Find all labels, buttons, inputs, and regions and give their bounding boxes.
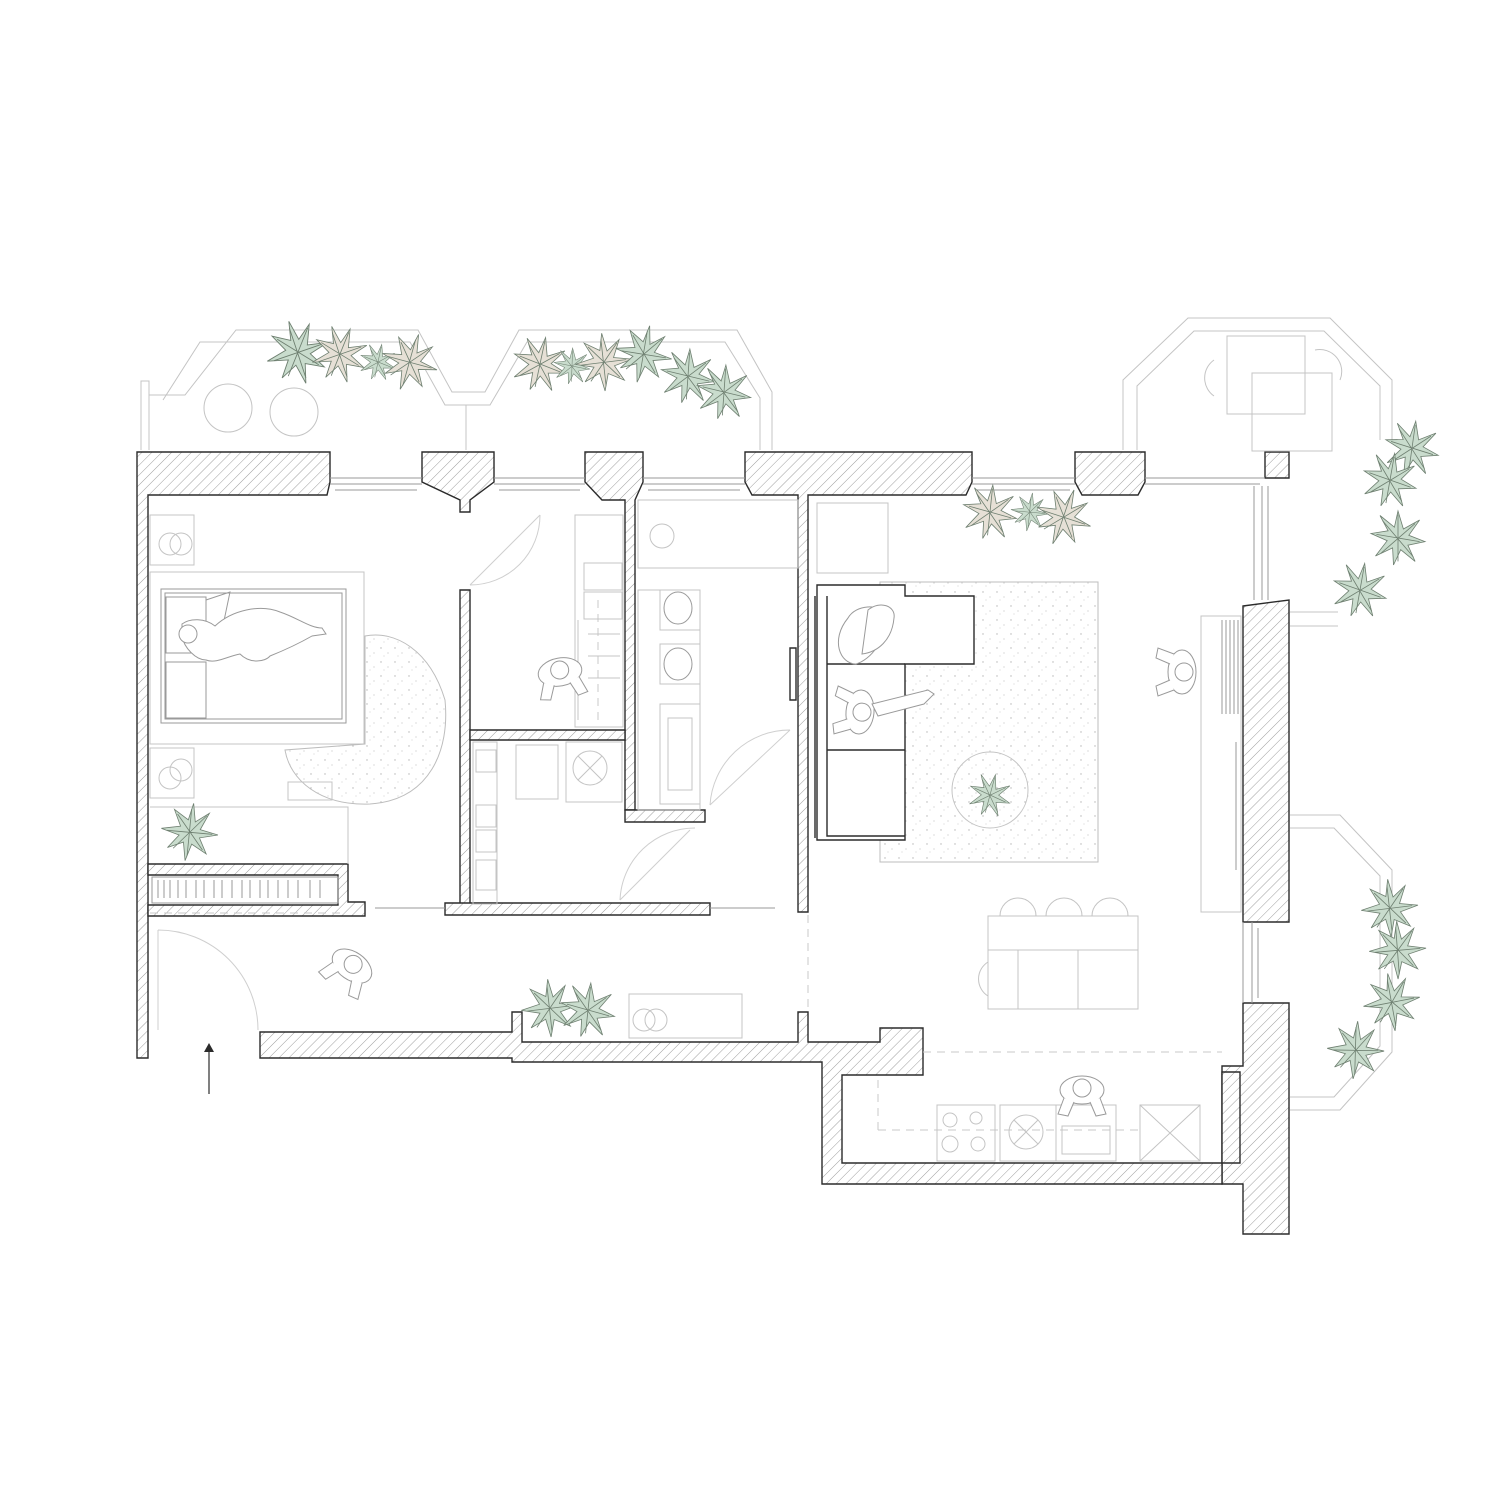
plant-icon [1370,510,1426,566]
person-icon [1155,647,1197,697]
storage-room [472,741,623,905]
side-cabinet [816,502,889,574]
bathroom [637,499,799,811]
balcony-north-west [140,329,773,450]
plant-icon [1328,558,1392,622]
wall-kitchen-window-pier [1221,1071,1241,1164]
console-table [628,993,743,1039]
balcony-east-lower [1290,814,1393,1111]
wall-bath-south [624,809,706,823]
window-east-upper [1253,486,1269,600]
shoe-cabinet [151,876,339,904]
balcony-furniture [203,335,1343,452]
wall-north-pier-3 [744,451,973,913]
wall-closet-west [459,589,471,906]
windows [330,477,1269,1003]
wall-north-pier-4 [1074,451,1146,496]
shower [637,499,799,569]
window-east-mid [1242,922,1259,1003]
wall-north-pier-1 [421,451,495,513]
balcony-north-east [1122,317,1393,450]
sofa-icon [814,584,975,841]
plant-icon [151,793,229,871]
wall-closet-south [444,902,711,916]
washing-machine [515,744,559,800]
living-room [814,502,1242,913]
nightstand-bottom [149,747,195,799]
window-living-2 [1145,477,1265,485]
arrow-up-icon [204,1043,214,1094]
wall-north-corner [1264,451,1290,479]
chair-desk [287,781,333,801]
bedroom [149,514,447,864]
bed-icon [160,588,347,724]
wall-south-corridor [259,1011,1223,1185]
plant-icon [258,312,338,392]
bidet [663,647,693,681]
balcony-east-upper [1290,611,1338,627]
plant-icon [1352,870,1428,946]
door-closet [469,514,541,586]
wall-north-pier-2 [584,451,644,811]
person-icon [533,653,589,703]
person-sleeping-icon [181,608,327,662]
window-bath [643,477,745,491]
window-bedroom [330,477,422,491]
person-icon [1057,1075,1107,1117]
kitchen [936,1075,1201,1162]
bath-vanity [659,703,701,805]
wall-east-lower [1221,1002,1290,1235]
coffee-table [951,751,1029,829]
plant-icon [658,346,718,406]
plant-icon [1317,1011,1395,1089]
balconies [140,317,1393,1111]
wall-east-upper [1242,599,1290,923]
plant-icon [557,979,619,1041]
stove-icon [936,1104,996,1162]
walls [136,451,1290,1235]
plant-icon [959,481,1021,543]
wall-closet-mid [469,729,626,741]
door-bath [709,729,791,806]
dressing-room [533,514,624,728]
nightstand-top [149,514,195,566]
bed-platform [149,571,365,745]
corridor [151,876,743,1039]
rug-bedroom [284,634,447,805]
window-closet [494,477,585,491]
window-living-1 [972,477,1075,491]
balcony-table [1226,335,1306,415]
doors [157,514,797,1031]
plant-icon [304,318,376,390]
person-icon [316,940,381,1002]
plant-icon [605,315,683,393]
toilet-icon [663,591,693,625]
wall-bedroom-south [147,863,366,917]
sliding-door-living [789,647,797,701]
kitchen-sink [1055,1104,1117,1162]
pillow-right [165,661,207,719]
door-storage [619,827,696,901]
dining-island [978,897,1139,1010]
wall-west [136,451,331,1059]
plant-icon [1359,911,1437,989]
bookshelf [1200,615,1242,913]
door-entrance [157,929,259,1031]
